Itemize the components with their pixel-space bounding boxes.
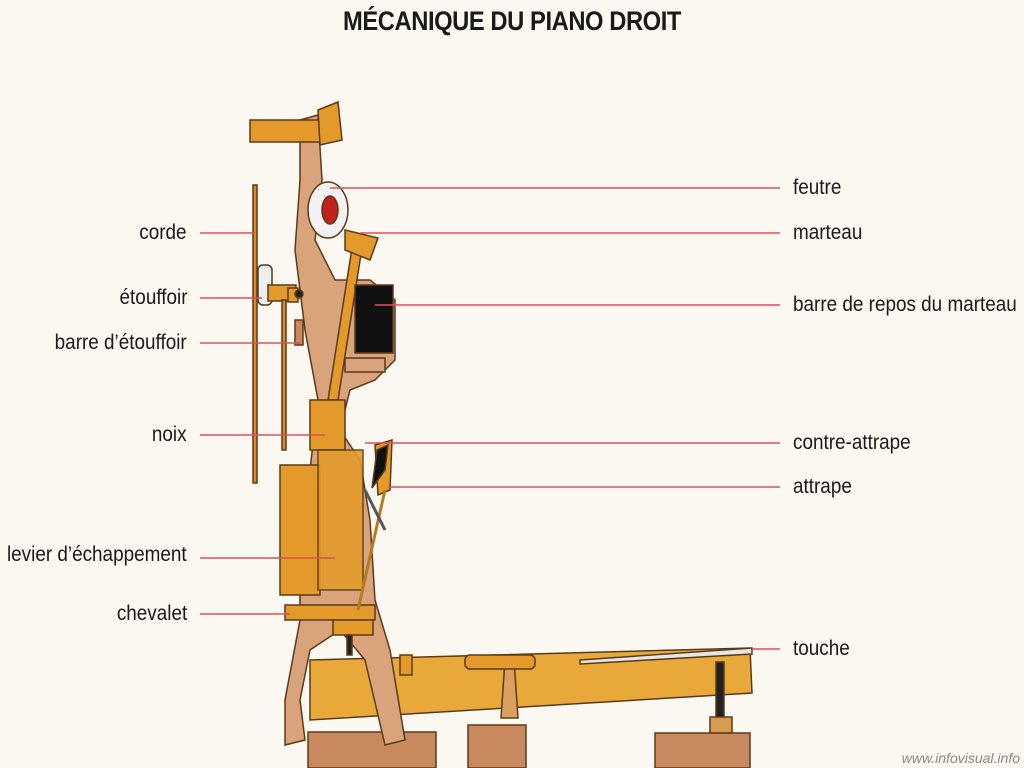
string xyxy=(252,184,258,484)
label-barre-etouffoir: barre d’étouffoir xyxy=(54,331,187,354)
key-lever xyxy=(309,647,753,721)
label-touche: touche xyxy=(793,637,850,660)
label-feutre: feutre xyxy=(793,176,842,199)
hammer-rail-top xyxy=(249,119,321,143)
label-chevalet: chevalet xyxy=(116,602,187,625)
label-barre-repos: barre de repos du marteau xyxy=(793,293,1017,316)
label-noix: noix xyxy=(152,423,187,446)
label-contre-attrape: contre-attrape xyxy=(793,431,911,454)
base-block-left xyxy=(307,731,437,768)
key-top xyxy=(579,647,753,665)
wippen xyxy=(279,464,321,596)
watermark: www.infovisual.info xyxy=(901,750,1020,766)
hammer-rest-rail xyxy=(354,284,394,354)
base-block-middle xyxy=(467,724,527,768)
chevalet-rail xyxy=(284,604,376,621)
label-etouffoir: étouffoir xyxy=(119,286,187,309)
diagram-title: MÉCANIQUE DU PIANO DROIT xyxy=(343,6,681,36)
label-attrape: attrape xyxy=(793,475,852,498)
base-block-right xyxy=(654,732,751,768)
leader-lines xyxy=(200,187,780,650)
label-corde: corde xyxy=(139,221,187,244)
key-capstan xyxy=(715,661,725,718)
label-levier-echappement: levier d’échappement xyxy=(7,543,187,566)
label-marteau: marteau xyxy=(793,221,863,244)
